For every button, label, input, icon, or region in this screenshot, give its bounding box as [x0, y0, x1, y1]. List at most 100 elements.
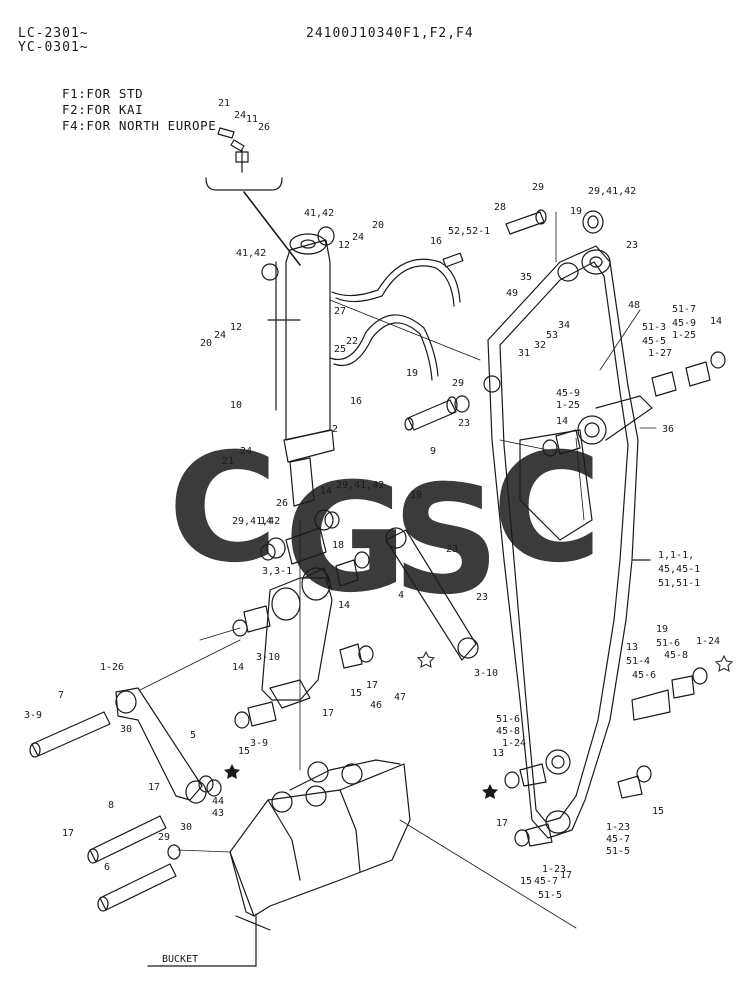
- part-callout-38: 19: [406, 368, 418, 379]
- part-callout-106: 1-23: [542, 864, 566, 875]
- part-callout-76: 15: [350, 688, 362, 699]
- part-callout-77: 3-9: [24, 710, 42, 721]
- part-callout-61: 3-10: [256, 652, 280, 663]
- part-callout-92: 43: [212, 808, 224, 819]
- part-callout-20: 22: [346, 336, 358, 347]
- part-callout-29: 51-7: [672, 304, 696, 315]
- serial-range-yc: YC-0301~: [18, 40, 89, 55]
- part-callout-73: 45-6: [632, 670, 656, 681]
- bucket-body: [229, 763, 411, 917]
- part-callout-80: 5: [190, 730, 196, 741]
- part-callout-49: 29,41,42: [336, 480, 384, 491]
- part-callout-93: 17: [148, 782, 160, 793]
- part-callout-1: 24: [234, 110, 246, 121]
- part-callout-86: 17: [496, 818, 508, 829]
- pin-6: [99, 863, 177, 911]
- part-callout-55: 18: [332, 540, 344, 551]
- part-callout-35: 1-27: [648, 348, 672, 359]
- part-callout-53: 26: [276, 498, 288, 509]
- part-callout-84: 47: [394, 692, 406, 703]
- link-4: [385, 529, 477, 661]
- part-callout-2: 11: [246, 114, 258, 125]
- part-callout-97: 17: [62, 828, 74, 839]
- arm-cylinder-barrel: [285, 239, 331, 441]
- part-callout-22: 12: [230, 322, 242, 333]
- part-callout-89: 1-24: [502, 738, 526, 749]
- detail-bracket: [205, 177, 283, 191]
- part-callout-98: 6: [104, 862, 110, 873]
- part-callout-72: 51-4: [626, 656, 650, 667]
- part-callout-26: 53: [546, 330, 558, 341]
- watermark-letter-c2: C: [492, 422, 602, 596]
- part-callout-85: 46: [370, 700, 382, 711]
- part-callout-28: 31: [518, 348, 530, 359]
- part-callout-3: 26: [258, 122, 270, 133]
- hose-lower: [329, 314, 439, 377]
- part-callout-13: 19: [570, 206, 582, 217]
- bucket-label: BUCKET: [162, 954, 198, 965]
- pin-9: [407, 399, 457, 431]
- part-callout-24: 25: [334, 344, 346, 355]
- part-callout-90: 13: [492, 748, 504, 759]
- part-callout-33: 51-3: [642, 322, 666, 333]
- part-callout-41: 1-25: [556, 400, 580, 411]
- part-callout-21: 24: [214, 330, 226, 341]
- part-callout-42: 2: [332, 424, 338, 435]
- serial-range-lc: LC-2301~: [18, 26, 89, 41]
- part-callout-100: 1-23: [606, 822, 630, 833]
- star-outline-icon: [416, 650, 436, 668]
- part-callout-75: 17: [366, 680, 378, 691]
- part-callout-9: 52,52-1: [448, 226, 490, 237]
- pin-8: [89, 815, 167, 863]
- part-callout-78: 7: [58, 690, 64, 701]
- part-callout-101: 45-7: [606, 834, 630, 845]
- part-callout-14: 23: [626, 240, 638, 251]
- part-callout-65: 14: [338, 600, 350, 611]
- part-callout-46: 36: [662, 424, 674, 435]
- part-callout-8: 16: [430, 236, 442, 247]
- part-callout-43: 14: [556, 416, 568, 427]
- part-callout-83: 3-9: [250, 738, 268, 749]
- legend-item-f1: F1:FOR STD: [62, 86, 144, 101]
- part-callout-27: 32: [534, 340, 546, 351]
- part-callout-6: 24: [352, 232, 364, 243]
- part-callout-15: 41,42: [236, 248, 266, 259]
- part-callout-104: 45-7: [534, 876, 558, 887]
- part-callout-81: 17: [322, 708, 334, 719]
- watermark-letter-s: S: [392, 454, 500, 628]
- star-outline-icon: [714, 654, 734, 672]
- part-callout-18: 48: [628, 300, 640, 311]
- part-callout-105: 51-5: [538, 890, 562, 901]
- part-callout-71: 13: [626, 642, 638, 653]
- part-callout-48: 21: [222, 456, 234, 467]
- part-callout-87: 51-6: [496, 714, 520, 725]
- part-number-title: 24100J10340F1,F2,F4: [306, 26, 474, 41]
- stars: [224, 650, 734, 799]
- part-callout-107: 17: [560, 870, 572, 881]
- part-callout-88: 45-8: [496, 726, 520, 737]
- part-callout-36: 10: [230, 400, 242, 411]
- part-callout-44: 9: [430, 446, 436, 457]
- part-callout-40: 45-9: [556, 388, 580, 399]
- part-callout-47: 24: [240, 446, 252, 457]
- part-callout-16: 35: [520, 272, 532, 283]
- part-callout-7: 12: [338, 240, 350, 251]
- part-callout-95: 8: [108, 800, 114, 811]
- part-callout-68: 51-6: [656, 638, 680, 649]
- watermark-letter-g: G: [284, 452, 407, 626]
- part-callout-5: 20: [372, 220, 384, 231]
- part-callout-67: 19: [656, 624, 668, 635]
- part-callout-17: 49: [506, 288, 518, 299]
- part-callout-54: 14: [260, 516, 272, 527]
- part-callout-82: 15: [238, 746, 250, 757]
- part-callout-69: 45-8: [664, 650, 688, 661]
- part-callout-91: 44: [212, 796, 224, 807]
- part-callout-58: 45,45-1: [658, 564, 700, 575]
- part-callout-102: 51-5: [606, 846, 630, 857]
- part-callout-10: 28: [494, 202, 506, 213]
- part-callout-59: 51,51-1: [658, 578, 700, 589]
- pin-7: [31, 711, 111, 757]
